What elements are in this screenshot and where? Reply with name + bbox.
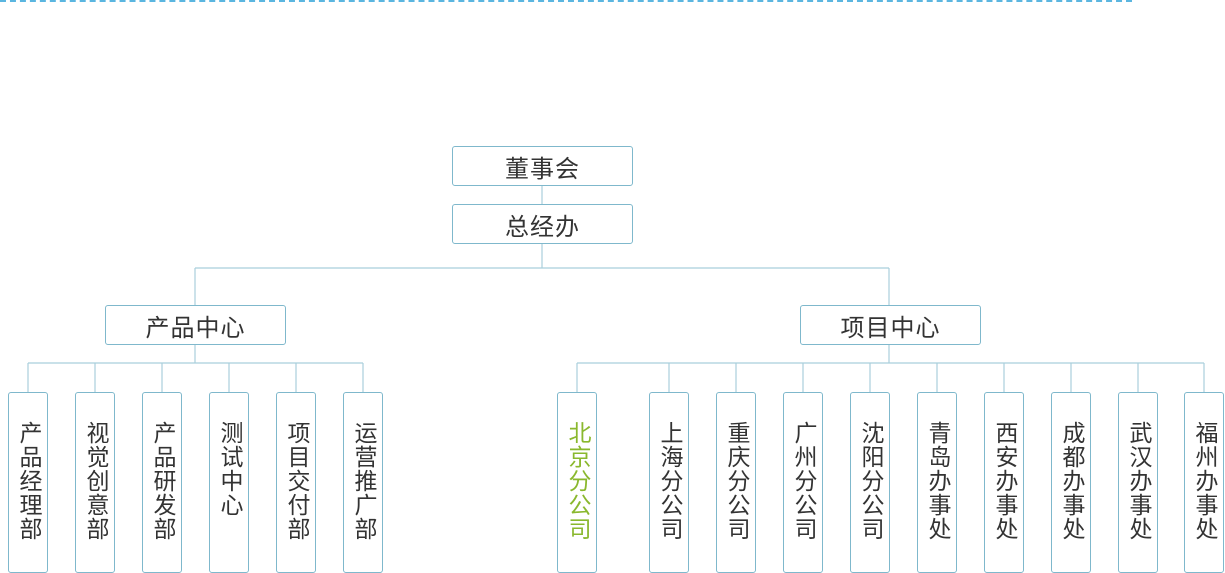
branch-node-highlighted: 北京分公司 <box>557 392 597 573</box>
branch-node: 武汉办事处 <box>1118 392 1158 573</box>
dept-node: 测试中心 <box>209 392 249 573</box>
branch-label: 沈阳分公司 <box>857 421 883 541</box>
dept-label: 测试中心 <box>216 421 242 517</box>
node-product-center: 产品中心 <box>105 305 286 345</box>
branch-label: 重庆分公司 <box>723 421 749 541</box>
node-general-office: 总经办 <box>452 204 633 244</box>
dept-node: 运营推广部 <box>343 392 383 573</box>
branch-label-highlighted: 北京分公司 <box>564 421 590 541</box>
branch-node: 成都办事处 <box>1051 392 1091 573</box>
node-project-center-label: 项目中心 <box>840 313 941 342</box>
node-product-center-label: 产品中心 <box>145 313 246 342</box>
dept-node: 视觉创意部 <box>75 392 115 573</box>
branch-node: 广州分公司 <box>783 392 823 573</box>
branch-node: 青岛办事处 <box>917 392 957 573</box>
dept-label: 运营推广部 <box>350 421 376 541</box>
branch-label: 武汉办事处 <box>1125 421 1151 541</box>
node-general-office-label: 总经办 <box>505 212 580 241</box>
dept-node: 项目交付部 <box>276 392 316 573</box>
branch-label: 广州分公司 <box>790 421 816 541</box>
branch-label: 上海分公司 <box>656 421 682 541</box>
branch-label: 成都办事处 <box>1058 421 1084 541</box>
dept-node: 产品研发部 <box>142 392 182 573</box>
dept-node: 产品经理部 <box>8 392 48 573</box>
branch-node: 重庆分公司 <box>716 392 756 573</box>
dept-label: 产品经理部 <box>15 421 41 541</box>
node-project-center: 项目中心 <box>800 305 981 345</box>
branch-node: 沈阳分公司 <box>850 392 890 573</box>
branch-node: 上海分公司 <box>649 392 689 573</box>
top-dashed-rule <box>0 0 1132 2</box>
branch-node: 西安办事处 <box>984 392 1024 573</box>
branch-label: 西安办事处 <box>991 421 1017 541</box>
node-board: 董事会 <box>452 146 633 186</box>
branch-node: 福州办事处 <box>1184 392 1224 573</box>
branch-label: 青岛办事处 <box>924 421 950 541</box>
node-board-label: 董事会 <box>505 154 580 183</box>
dept-label: 产品研发部 <box>149 421 175 541</box>
branch-label: 福州办事处 <box>1191 421 1217 541</box>
dept-label: 视觉创意部 <box>82 421 108 541</box>
dept-label: 项目交付部 <box>283 421 309 541</box>
